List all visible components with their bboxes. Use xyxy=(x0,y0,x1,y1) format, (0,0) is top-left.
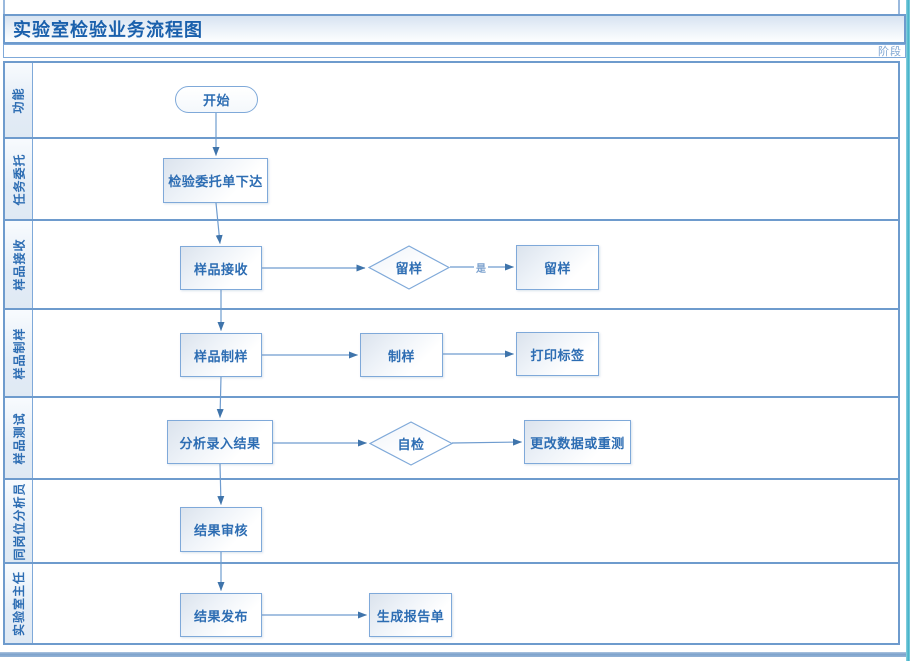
node-result-publish: 结果发布 xyxy=(180,593,262,637)
lane-label: 同岗位分析员 xyxy=(12,481,27,561)
diamond-shape xyxy=(368,421,454,466)
edge-label-yes: 是 xyxy=(474,260,488,275)
node-start: 开始 xyxy=(175,86,258,113)
lane-sample-test: 样品测试 xyxy=(5,396,898,478)
diamond-label: 留样 xyxy=(395,261,423,276)
lane-task-delegate: 任务委托 xyxy=(5,137,898,219)
lane-body xyxy=(33,310,898,396)
node-modify-retest: 更改数据或重测 xyxy=(524,420,631,464)
chart-title: 实验室检验业务流程图 xyxy=(13,20,203,40)
lane-peer-analyst: 同岗位分析员 xyxy=(5,478,898,562)
lane-header: 样品测试 xyxy=(5,398,33,478)
node-issue-order: 检验委托单下达 xyxy=(163,158,268,203)
node-self-check-diamond: 自检 xyxy=(368,421,454,466)
lane-body xyxy=(33,398,898,478)
lane-header: 样品接收 xyxy=(5,221,33,308)
lane-label: 样品测试 xyxy=(12,411,27,465)
node-sample-prep: 样品制样 xyxy=(180,333,262,377)
lane-header: 样品制样 xyxy=(5,310,33,396)
lane-header: 实验室主任 xyxy=(5,564,33,643)
node-retain-decision-diamond: 留样 xyxy=(367,245,451,290)
node-prep: 制样 xyxy=(360,333,443,377)
lane-body xyxy=(33,480,898,562)
node-retain-sample: 留样 xyxy=(516,245,599,290)
lane-label: 样品制样 xyxy=(12,326,27,380)
swimlane-container: 功能 任务委托 样品接收 样品制样 样品测试 xyxy=(3,61,900,645)
lane-header: 任务委托 xyxy=(5,139,33,219)
lane-function: 功能 xyxy=(5,63,898,137)
lane-label: 实验室主任 xyxy=(12,570,27,637)
phase-label: 阶段 xyxy=(878,46,902,58)
lane-sample-prep: 样品制样 xyxy=(5,308,898,396)
lane-body xyxy=(33,63,898,137)
lane-header: 功能 xyxy=(5,63,33,137)
phase-band: 阶段 xyxy=(3,44,906,58)
chart-title-bar: 实验室检验业务流程图 xyxy=(3,14,906,44)
lane-label: 功能 xyxy=(11,86,26,114)
lane-label: 样品接收 xyxy=(12,238,27,291)
node-print-label: 打印标签 xyxy=(516,332,599,376)
node-result-review: 结果审核 xyxy=(180,507,262,552)
lane-body xyxy=(33,221,898,308)
window-right-edge xyxy=(906,0,910,661)
lane-body xyxy=(33,564,898,643)
lane-label: 任务委托 xyxy=(12,152,27,206)
page-border-right-segment xyxy=(898,0,900,14)
node-analyze-input: 分析录入结果 xyxy=(167,420,273,464)
diamond-shape xyxy=(367,245,451,290)
node-generate-report: 生成报告单 xyxy=(369,593,452,637)
node-sample-receive: 样品接收 xyxy=(180,246,262,290)
page-bottom-edge xyxy=(0,652,906,657)
page-border-left-segment xyxy=(3,0,5,14)
lane-lab-director: 实验室主任 xyxy=(5,562,898,643)
diamond-label: 自检 xyxy=(397,437,425,452)
lane-sample-receive: 样品接收 xyxy=(5,219,898,308)
lane-header: 同岗位分析员 xyxy=(5,480,33,562)
